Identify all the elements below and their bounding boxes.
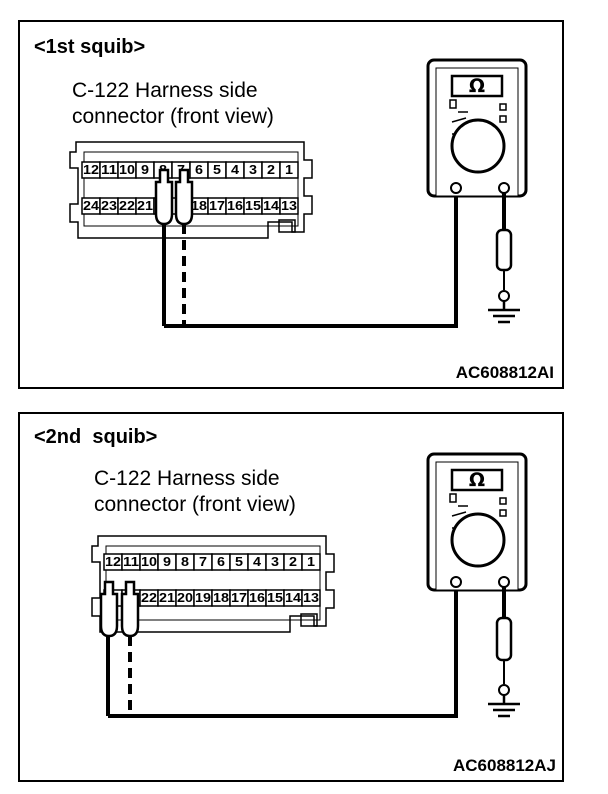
probe-icon [99, 580, 140, 638]
pin-label: 15 [267, 590, 283, 605]
probe-icon [495, 616, 513, 696]
meter-lead [164, 188, 458, 328]
pin-label: 14 [263, 198, 280, 213]
pin-cell [301, 553, 321, 571]
pin-label: 9 [141, 162, 149, 177]
connector-caption-line2: connector (front view) [72, 105, 274, 128]
pin-label: 10 [141, 554, 157, 569]
probe-icon [154, 168, 194, 226]
pin-label: 17 [231, 590, 247, 605]
pin-label: 18 [191, 198, 207, 213]
pin-label: 24 [83, 198, 100, 213]
pin-label: 13 [281, 198, 297, 213]
pin-label: 5 [235, 554, 243, 569]
pin-label: 17 [209, 198, 225, 213]
figure-code: AC608812AI [455, 363, 554, 382]
pin-label: 11 [101, 162, 117, 177]
pin-label: 22 [119, 198, 135, 213]
ground-icon [488, 301, 520, 324]
pin-label: 2 [289, 554, 297, 569]
panel-title: <1st squib> [34, 36, 146, 58]
pin-label: 16 [227, 198, 243, 213]
pin-label: 21 [159, 590, 175, 605]
connector-caption-line1: C-122 Harness side [94, 467, 280, 490]
ground-icon [488, 695, 520, 718]
ohm-symbol: Ω [469, 469, 485, 491]
pin-label: 18 [213, 590, 229, 605]
ohmmeter-icon [426, 58, 528, 198]
pin-label: 12 [83, 162, 99, 177]
pin-label: 3 [271, 554, 279, 569]
pin-label: 9 [163, 554, 171, 569]
ohm-symbol: Ω [469, 75, 485, 97]
pin-label: 8 [181, 554, 189, 569]
pin-label: 19 [195, 590, 211, 605]
pin-label: 1 [307, 554, 315, 569]
pin-label: 5 [213, 162, 221, 177]
pin-label: 4 [231, 162, 240, 177]
ohmmeter-icon [426, 452, 528, 592]
meter-lead [108, 582, 458, 718]
pin-cell [279, 197, 299, 215]
pin-label: 11 [123, 554, 139, 569]
pin-label: 16 [249, 590, 265, 605]
pin-label: 13 [303, 590, 319, 605]
pin-label: 21 [137, 198, 153, 213]
pin-label: 23 [101, 198, 117, 213]
pin-label: 3 [249, 162, 257, 177]
pin-cell [279, 161, 299, 179]
pin-label: 15 [245, 198, 261, 213]
pin-label: 6 [195, 162, 203, 177]
pin-label: 22 [141, 590, 157, 605]
connector-caption-line2: connector (front view) [94, 493, 296, 516]
pin-label: 20 [177, 590, 193, 605]
connector-caption-line1: C-122 Harness side [72, 79, 258, 102]
pin-label: 10 [119, 162, 135, 177]
pin-label: 12 [105, 554, 121, 569]
pin-label: 4 [253, 554, 262, 569]
pin-label: 14 [285, 590, 302, 605]
panel-title: <2nd squib> [34, 426, 158, 448]
pin-label: 6 [217, 554, 225, 569]
pin-label: 2 [267, 162, 275, 177]
pin-label: 1 [285, 162, 293, 177]
figure-code: AC608812AJ [452, 756, 556, 775]
probe-icon [495, 228, 513, 302]
pin-cell [301, 589, 321, 607]
pin-label: 7 [199, 554, 207, 569]
